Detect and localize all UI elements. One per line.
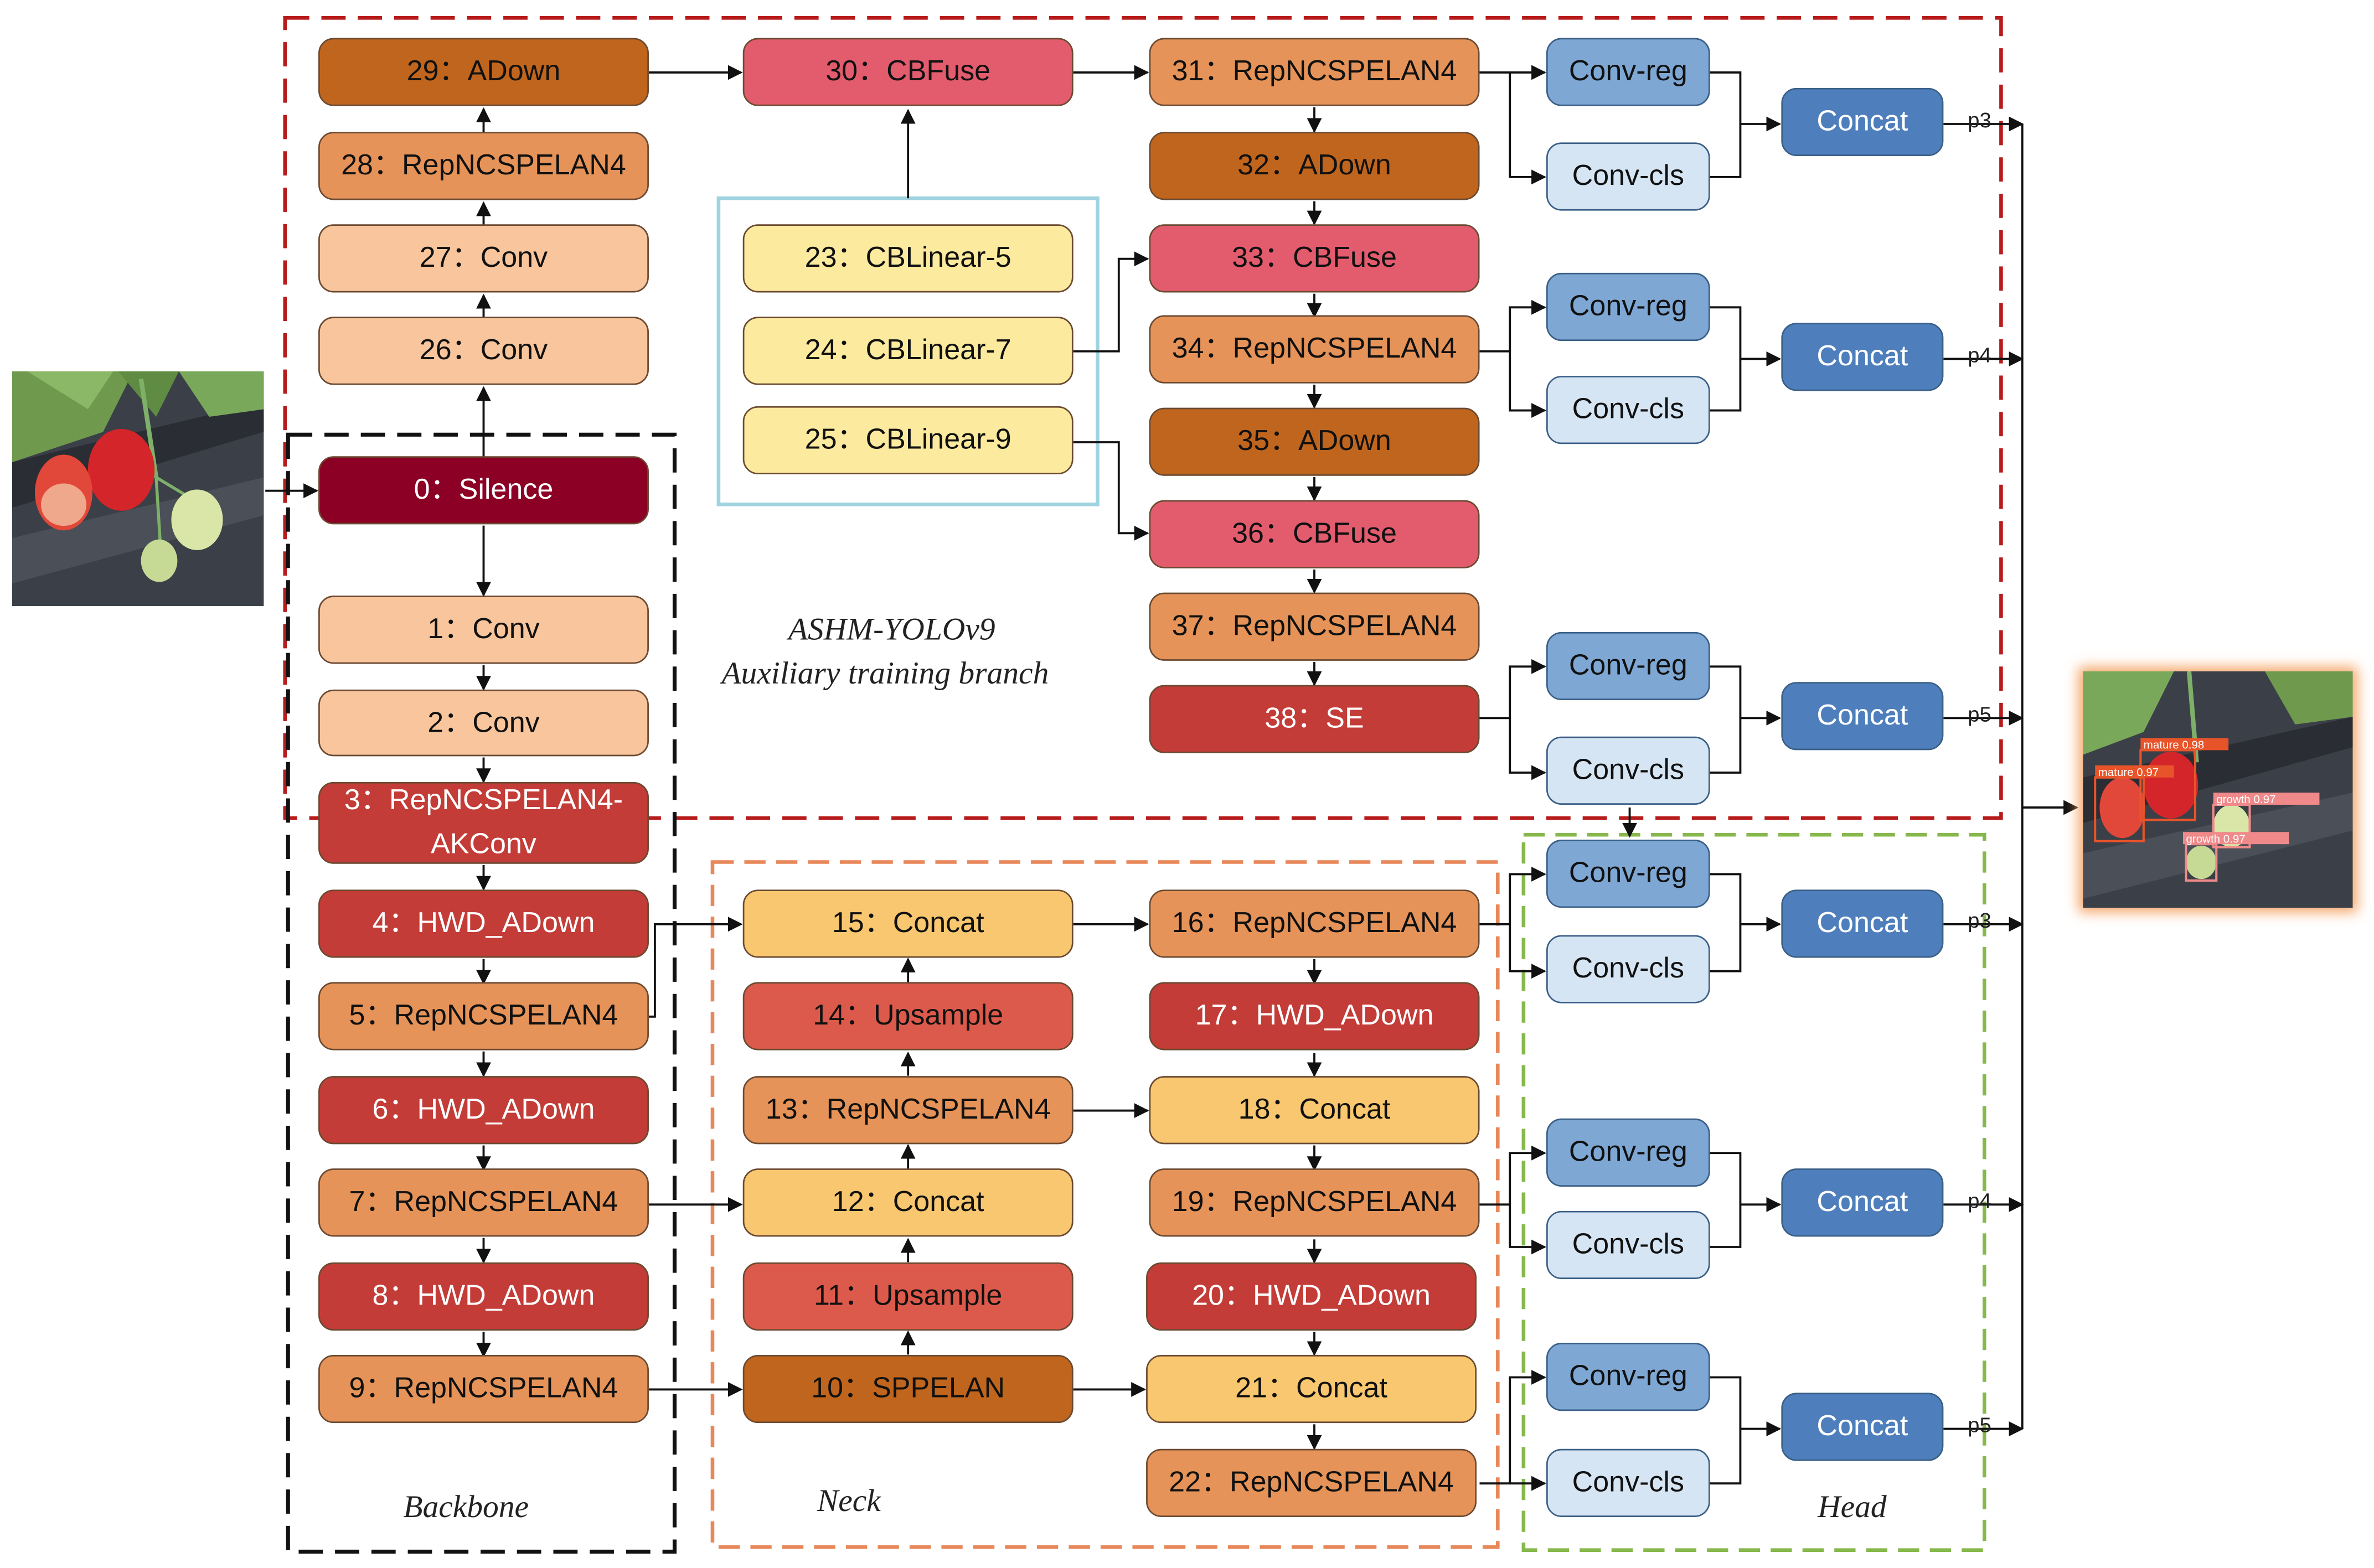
node-6-hwd-adown: 6：HWD_ADown [318,1076,649,1145]
main-p5-conv-reg: Conv-reg [1546,1343,1710,1411]
aux-p5-concat: Concat [1781,682,1944,751]
detection-result-photo-icon: mature 0.98 mature 0.97 growth 0.97 grow… [2083,671,2353,908]
aux-p4-connectors [1479,299,1782,418]
main-p4-concat: Concat [1781,1168,1944,1237]
main-p4-label: p4 [1968,1188,1991,1213]
node-14-upsample: 14：Upsample [742,982,1074,1050]
main-p3-conv-cls: Conv-cls [1546,935,1710,1003]
detection-label-1: mature 0.98 [2144,739,2204,752]
main-p3-conv-reg: Conv-reg [1546,839,1710,908]
node-26-conv: 26：Conv [318,317,649,385]
main-p3-concat: Concat [1781,889,1944,958]
node-27-conv: 27：Conv [318,224,649,293]
output-detection-photo: mature 0.98 mature 0.97 growth 0.97 grow… [2083,671,2353,908]
node-2-conv: 2：Conv [318,689,649,757]
node-18-concat: 18：Concat [1149,1076,1480,1145]
node-30-cbfuse: 30：CBFuse [742,38,1074,106]
aux-p5-conv-reg: Conv-reg [1546,632,1710,701]
node-0-silence: 0：Silence [318,456,649,525]
node-21-concat: 21：Concat [1146,1354,1477,1424]
node-3-repncspelan4-akconv: 3：RepNCSPELAN4-AKConv [318,782,649,864]
aux-p5-connectors [1479,659,1782,780]
main-p5-connectors [1479,1370,1782,1491]
node-36-cbfuse: 36：CBFuse [1149,500,1480,568]
aux-p5-conv-cls: Conv-cls [1546,736,1710,805]
aux-branch-border [283,16,2003,820]
node-4-hwd-adown: 4：HWD_ADown [318,889,649,958]
aux-p4-concat: Concat [1781,323,1944,391]
node-29-adown: 29：ADown [318,38,649,106]
node-15-concat: 15：Concat [742,889,1074,958]
aux-branch-title: ASHM-YOLOv9 [788,610,995,648]
aux-p3-connectors [1479,65,1782,185]
main-p4-conv-cls: Conv-cls [1546,1210,1710,1280]
node-37-repncspelan4: 37：RepNCSPELAN4 [1149,592,1480,661]
backbone-border [286,432,677,1554]
node-7-repncspelan4: 7：RepNCSPELAN4 [318,1168,649,1237]
node-1-conv: 1：Conv [318,596,649,664]
node-17-hwd-adown: 17：HWD_ADown [1149,982,1480,1050]
detection-label-4: growth 0.97 [2186,832,2245,845]
main-p4-conv-reg: Conv-reg [1546,1118,1710,1187]
node-20-hwd-adown: 20：HWD_ADown [1146,1262,1477,1331]
aux-p3-conv-reg: Conv-reg [1546,38,1710,106]
node-34-repncspelan4: 34：RepNCSPELAN4 [1149,315,1480,384]
aux-p4-conv-cls: Conv-cls [1546,376,1710,444]
input-strawberry-photo [12,371,264,607]
aux-p3-conv-cls: Conv-cls [1546,142,1710,211]
main-p3-label: p3 [1968,908,1991,932]
main-p4-connectors [1479,1145,1782,1255]
aux-p5-label: p5 [1968,701,1991,726]
node-5-repncspelan4: 5：RepNCSPELAN4 [318,982,649,1050]
node-25-cblinear-9: 25：CBLinear-9 [742,406,1074,475]
node-10-sppelan: 10：SPPELAN [742,1354,1074,1424]
node-11-upsample: 11：Upsample [742,1262,1074,1331]
head-label: Head [1818,1488,1887,1525]
neck-label: Neck [817,1482,881,1519]
node-8-hwd-adown: 8：HWD_ADown [318,1262,649,1331]
main-p3-connectors [1479,867,1782,979]
node-12-concat: 12：Concat [742,1168,1074,1237]
aux-p4-conv-reg: Conv-reg [1546,272,1710,341]
node-13-repncspelan4: 13：RepNCSPELAN4 [742,1076,1074,1145]
aux-p4-label: p4 [1968,342,1991,367]
node-28-repncspelan4: 28：RepNCSPELAN4 [318,132,649,200]
node-35-adown: 35：ADown [1149,407,1480,476]
node-33-cbfuse: 33：CBFuse [1149,224,1480,293]
node-19-repncspelan4: 19：RepNCSPELAN4 [1149,1168,1480,1237]
backbone-label: Backbone [403,1488,529,1525]
node-16-repncspelan4: 16：RepNCSPELAN4 [1149,889,1480,958]
node-32-adown: 32：ADown [1149,132,1480,200]
node-9-repncspelan4: 9：RepNCSPELAN4 [318,1354,649,1424]
aux-p3-concat: Concat [1781,87,1944,157]
node-22-repncspelan4: 22：RepNCSPELAN4 [1146,1448,1477,1517]
node-31-repncspelan4: 31：RepNCSPELAN4 [1149,38,1480,106]
node-23-cblinear-5: 23：CBLinear-5 [742,224,1074,293]
aux-branch-subtitle: Auxiliary training branch [721,654,1049,691]
strawberry-photo-icon [12,371,264,607]
node-24-cblinear-7: 24：CBLinear-7 [742,317,1074,385]
node-38-se: 38：SE [1149,685,1480,753]
aux-p3-label: p3 [1968,107,1991,132]
main-p5-conv-cls: Conv-cls [1546,1448,1710,1517]
main-p5-concat: Concat [1781,1393,1944,1461]
detection-label-2: mature 0.97 [2098,766,2159,779]
detection-label-3: growth 0.97 [2216,793,2275,806]
main-p5-label: p5 [1968,1412,1991,1437]
